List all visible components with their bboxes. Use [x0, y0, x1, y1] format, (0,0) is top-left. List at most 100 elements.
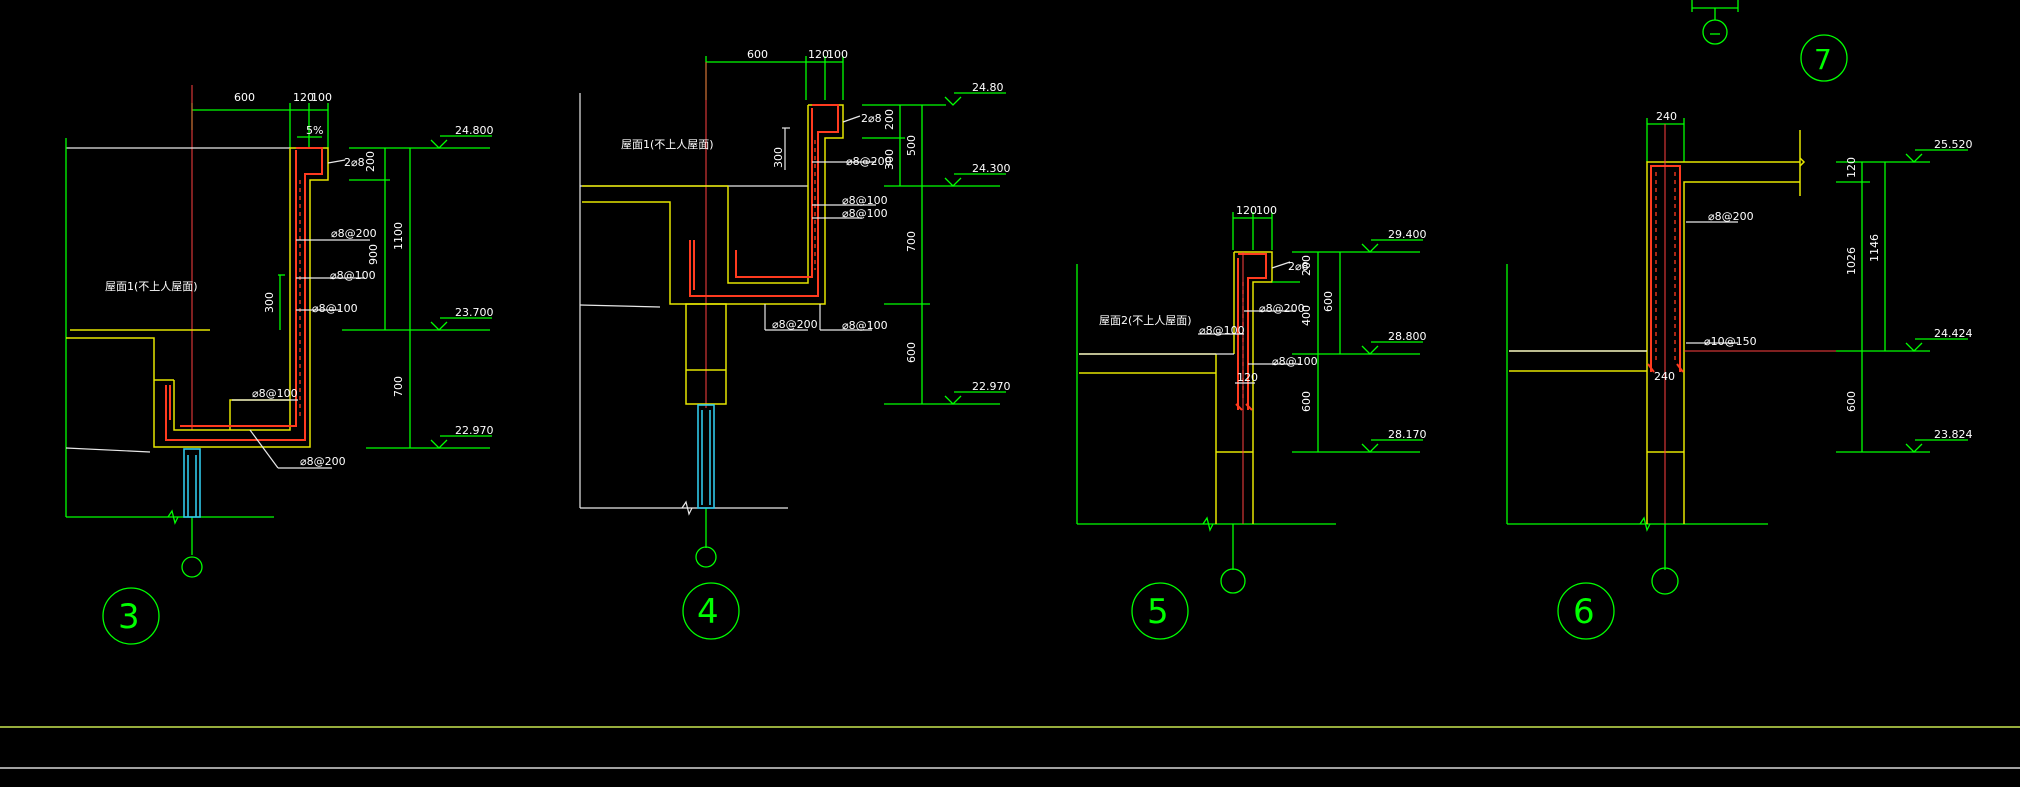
detail-number: 4 — [697, 592, 719, 632]
detail-7: 7 — [1691, 0, 1848, 82]
detail-3-column — [183, 448, 201, 518]
dim-text: 100 — [311, 91, 332, 104]
rebar-label: ⌀8@100 — [842, 207, 888, 220]
rebar-label: ⌀8@200 — [331, 227, 377, 240]
break-mark — [681, 500, 693, 516]
dim-text: 1026 — [1845, 247, 1858, 275]
dim-text: 200 — [364, 151, 377, 172]
detail-4-top-dimensions — [705, 56, 844, 100]
rebar-label: ⌀8@200 — [846, 155, 892, 168]
detail-5-elevation-marks — [1361, 239, 1423, 453]
dim-text: 500 — [905, 135, 918, 156]
elevation-text: 24.300 — [972, 162, 1011, 175]
elevation-text: 23.824 — [1934, 428, 1973, 441]
detail-number: 3 — [118, 597, 140, 637]
detail-3-structure — [66, 147, 329, 448]
slab-line — [579, 304, 661, 308]
dim-text: 200 — [883, 109, 896, 130]
dim-text: 700 — [392, 376, 405, 397]
dim-text: 120 — [1237, 371, 1258, 384]
detail-6-leaders — [1686, 221, 1738, 344]
dim-text: 600 — [1322, 291, 1335, 312]
roof-label: 屋面2(不上人屋面) — [1099, 314, 1192, 327]
rebar-label: ⌀8@200 — [772, 318, 818, 331]
detail-4-elevation-marks — [944, 92, 1006, 405]
detail-number: 6 — [1573, 592, 1595, 632]
dim-text: 600 — [234, 91, 255, 104]
rebar-label: ⌀8@100 — [842, 194, 888, 207]
dim-text: 900 — [367, 244, 380, 265]
dim-text: 240 — [1654, 370, 1675, 383]
detail-6-elevation-marks — [1905, 149, 1968, 453]
dim-text: 600 — [1300, 391, 1313, 412]
dim-text: 1146 — [1868, 234, 1881, 262]
detail-3-boundary — [65, 138, 274, 555]
detail-4-rebar — [689, 104, 839, 297]
roof-label: 屋面1(不上人屋面) — [621, 138, 714, 151]
detail-number-circle — [1131, 582, 1189, 640]
detail-4: 600 120 100 4 — [579, 48, 1011, 640]
dim-text: 120 — [1236, 204, 1257, 217]
rebar-label: ⌀10@150 — [1704, 335, 1757, 348]
slab-line — [65, 447, 151, 453]
dim-text: 120 — [808, 48, 829, 61]
dim-text: 600 — [1845, 391, 1858, 412]
detail-7-fragment — [1691, 0, 1739, 20]
detail-3-vertical-dimensions — [278, 147, 490, 449]
detail-number: 5 — [1147, 592, 1169, 632]
dim-text: 1100 — [392, 222, 405, 250]
slope-text: 5% — [306, 124, 323, 137]
dim-text: 400 — [1300, 305, 1313, 326]
rebar-label: 2⌀8 — [344, 156, 365, 169]
rebar-label: ⌀8@100 — [842, 319, 888, 332]
detail-5-leaders — [1198, 261, 1300, 384]
detail-number-circle — [1557, 582, 1615, 640]
detail-3: 600 120 100 5% 3 — [65, 85, 494, 645]
rebar-label: ⌀8@100 — [252, 387, 298, 400]
elevation-text: 28.800 — [1388, 330, 1427, 343]
detail-3-elevation-marks — [430, 135, 492, 449]
detail-5-vertical-dimensions — [1272, 251, 1420, 453]
elevation-text: 22.970 — [455, 424, 494, 437]
detail-4-column — [697, 404, 715, 509]
detail-number: 7 — [1814, 43, 1832, 76]
dim-text: 600 — [905, 342, 918, 363]
dim-text: 120 — [1845, 157, 1858, 178]
detail-3-rebar — [165, 147, 323, 441]
detail-5-top-dimensions — [1232, 212, 1273, 250]
axis-bubble — [695, 546, 717, 568]
rebar-label: ⌀8@100 — [330, 269, 376, 282]
axis-bubble — [1220, 568, 1246, 594]
detail-5: 120 100 5 — [1076, 204, 1427, 640]
rebar-label: ⌀8@200 — [1259, 302, 1305, 315]
dim-text: 240 — [1656, 110, 1677, 123]
detail-4-structure — [582, 104, 844, 405]
detail-6-vertical-dimensions — [1836, 161, 1930, 453]
dim-text: 200 — [1300, 255, 1313, 276]
dim-text: 300 — [772, 147, 785, 168]
detail-number-circle — [682, 582, 740, 640]
detail-4-vertical-dimensions — [862, 104, 1000, 405]
rebar-label: 2⌀8 — [861, 112, 882, 125]
detail-4-leaders — [764, 115, 876, 331]
detail-5-boundary — [1076, 264, 1336, 570]
dim-text: 300 — [883, 149, 896, 170]
elevation-text: 23.700 — [455, 306, 494, 319]
rebar-label: ⌀8@200 — [300, 455, 346, 468]
dim-text: 100 — [1256, 204, 1277, 217]
axis-bubble — [181, 556, 203, 578]
elevation-text: 28.170 — [1388, 428, 1427, 441]
dim-text: 120 — [293, 91, 314, 104]
elevation-text: 24.424 — [1934, 327, 1973, 340]
elevation-text: 29.400 — [1388, 228, 1427, 241]
detail-6-boundary — [1506, 264, 1768, 570]
axis-bubble — [1651, 567, 1679, 595]
rebar-label: ⌀8@100 — [312, 302, 358, 315]
detail-3-top-dimensions — [191, 103, 329, 148]
elevation-text: 24.80 — [972, 81, 1004, 94]
dim-text: 700 — [905, 231, 918, 252]
rebar-label: 2⌀8 — [1288, 260, 1309, 273]
axis-bubble — [1702, 19, 1728, 45]
detail-number-circle — [1800, 34, 1848, 82]
